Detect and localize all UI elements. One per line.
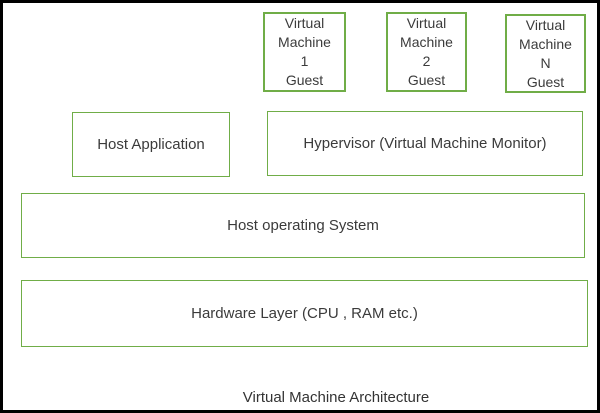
vmn-line-guest: Guest: [526, 73, 565, 90]
hypervisor-box: Hypervisor (Virtual Machine Monitor): [267, 111, 583, 176]
hardware-layer-label: Hardware Layer (CPU , RAM etc.): [191, 305, 418, 322]
virtual-machine-1-guest-box: Virtual Machine 1 Guest: [263, 12, 346, 92]
vmn-line-virtual: Virtual: [525, 16, 566, 33]
host-application-box: Host Application: [72, 112, 230, 177]
vm1-line-number: 1: [300, 53, 309, 69]
hardware-layer-box: Hardware Layer (CPU , RAM etc.): [21, 280, 588, 347]
host-application-label: Host Application: [97, 136, 205, 153]
vm2-line-number: 2: [422, 53, 431, 69]
vm1-line-guest: Guest: [285, 72, 324, 88]
vm2-line-guest: Guest: [407, 72, 446, 88]
vm2-line-virtual: Virtual: [406, 15, 447, 31]
hypervisor-label: Hypervisor (Virtual Machine Monitor): [303, 135, 547, 152]
vmn-line-number: N: [540, 54, 551, 71]
vm2-line-machine: Machine: [400, 34, 453, 50]
host-operating-system-box: Host operating System: [21, 193, 585, 258]
virtual-machine-n-guest-box: Virtual Machine N Guest: [505, 14, 586, 93]
vmn-line-machine: Machine: [519, 35, 572, 52]
host-operating-system-label: Host operating System: [227, 217, 379, 234]
virtual-machine-2-guest-box: Virtual Machine 2 Guest: [386, 12, 467, 92]
diagram-caption: Virtual Machine Architecture: [242, 389, 430, 406]
vm1-line-virtual: Virtual: [284, 15, 325, 31]
vm1-line-machine: Machine: [278, 34, 331, 50]
